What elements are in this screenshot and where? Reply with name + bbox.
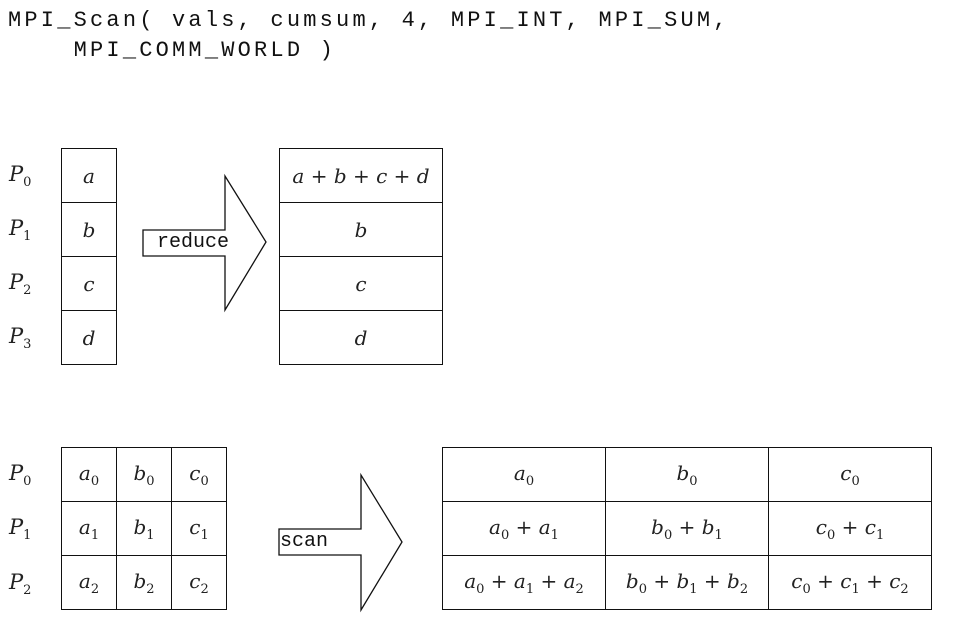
scan-input-cell: c0 [171, 447, 227, 502]
reduce-output-cell: c [279, 256, 443, 311]
scan-arrow-label: scan [280, 530, 329, 553]
scan-output-cell: b0 + b1 + b2 [605, 555, 769, 610]
process-label-p3: P3 [9, 324, 32, 353]
scan-input-cell: b1 [116, 501, 172, 556]
scan-input-cell: a1 [61, 501, 117, 556]
reduce-output-cell: b [279, 202, 443, 257]
process-label-p0: P0 [9, 162, 32, 191]
scan-output-cell: a0 [442, 447, 606, 502]
reduce-input-cell: c [61, 256, 117, 311]
code-snippet: MPI_Scan( vals, cumsum, 4, MPI_INT, MPI_… [8, 6, 730, 66]
scan-input-cell: c1 [171, 501, 227, 556]
scan-output-cell: a0 + a1 + a2 [442, 555, 606, 610]
scan-output-cell: b0 [605, 447, 769, 502]
reduce-input-column: a b c d [61, 148, 117, 365]
reduce-arrow-label: reduce [157, 231, 230, 254]
scan-output-cell: c0 + c1 [768, 501, 932, 556]
scan-output-table: a0 b0 c0 a0 + a1 b0 + b1 c0 + c1 a0 + a1… [442, 447, 932, 610]
reduce-output-cell: a + b + c + d [279, 148, 443, 203]
reduce-arrow-icon [142, 173, 267, 313]
scan-input-cell: c2 [171, 555, 227, 610]
scan-input-table: a0 b0 c0 a1 b1 c1 a2 b2 c2 [61, 447, 227, 610]
process-label-p2: P2 [9, 270, 32, 299]
reduce-input-cell: d [61, 310, 117, 365]
scan-arrow-icon [278, 472, 403, 613]
scan-input-cell: a0 [61, 447, 117, 502]
scan-output-cell: b0 + b1 [605, 501, 769, 556]
reduce-input-cell: b [61, 202, 117, 257]
reduce-output-column: a + b + c + d b c d [279, 148, 443, 365]
reduce-input-cell: a [61, 148, 117, 203]
scan-input-cell: a2 [61, 555, 117, 610]
reduce-output-cell: d [279, 310, 443, 365]
code-line-1: MPI_Scan( vals, cumsum, 4, MPI_INT, MPI_… [8, 8, 730, 33]
code-line-2: MPI_COMM_WORLD ) [8, 38, 337, 63]
process-label-p1: P1 [9, 515, 32, 544]
process-label-p2: P2 [9, 570, 32, 599]
scan-output-cell: c0 + c1 + c2 [768, 555, 932, 610]
process-label-p1: P1 [9, 216, 32, 245]
scan-input-cell: b2 [116, 555, 172, 610]
scan-input-cell: b0 [116, 447, 172, 502]
scan-output-cell: a0 + a1 [442, 501, 606, 556]
process-label-p0: P0 [9, 461, 32, 490]
scan-output-cell: c0 [768, 447, 932, 502]
